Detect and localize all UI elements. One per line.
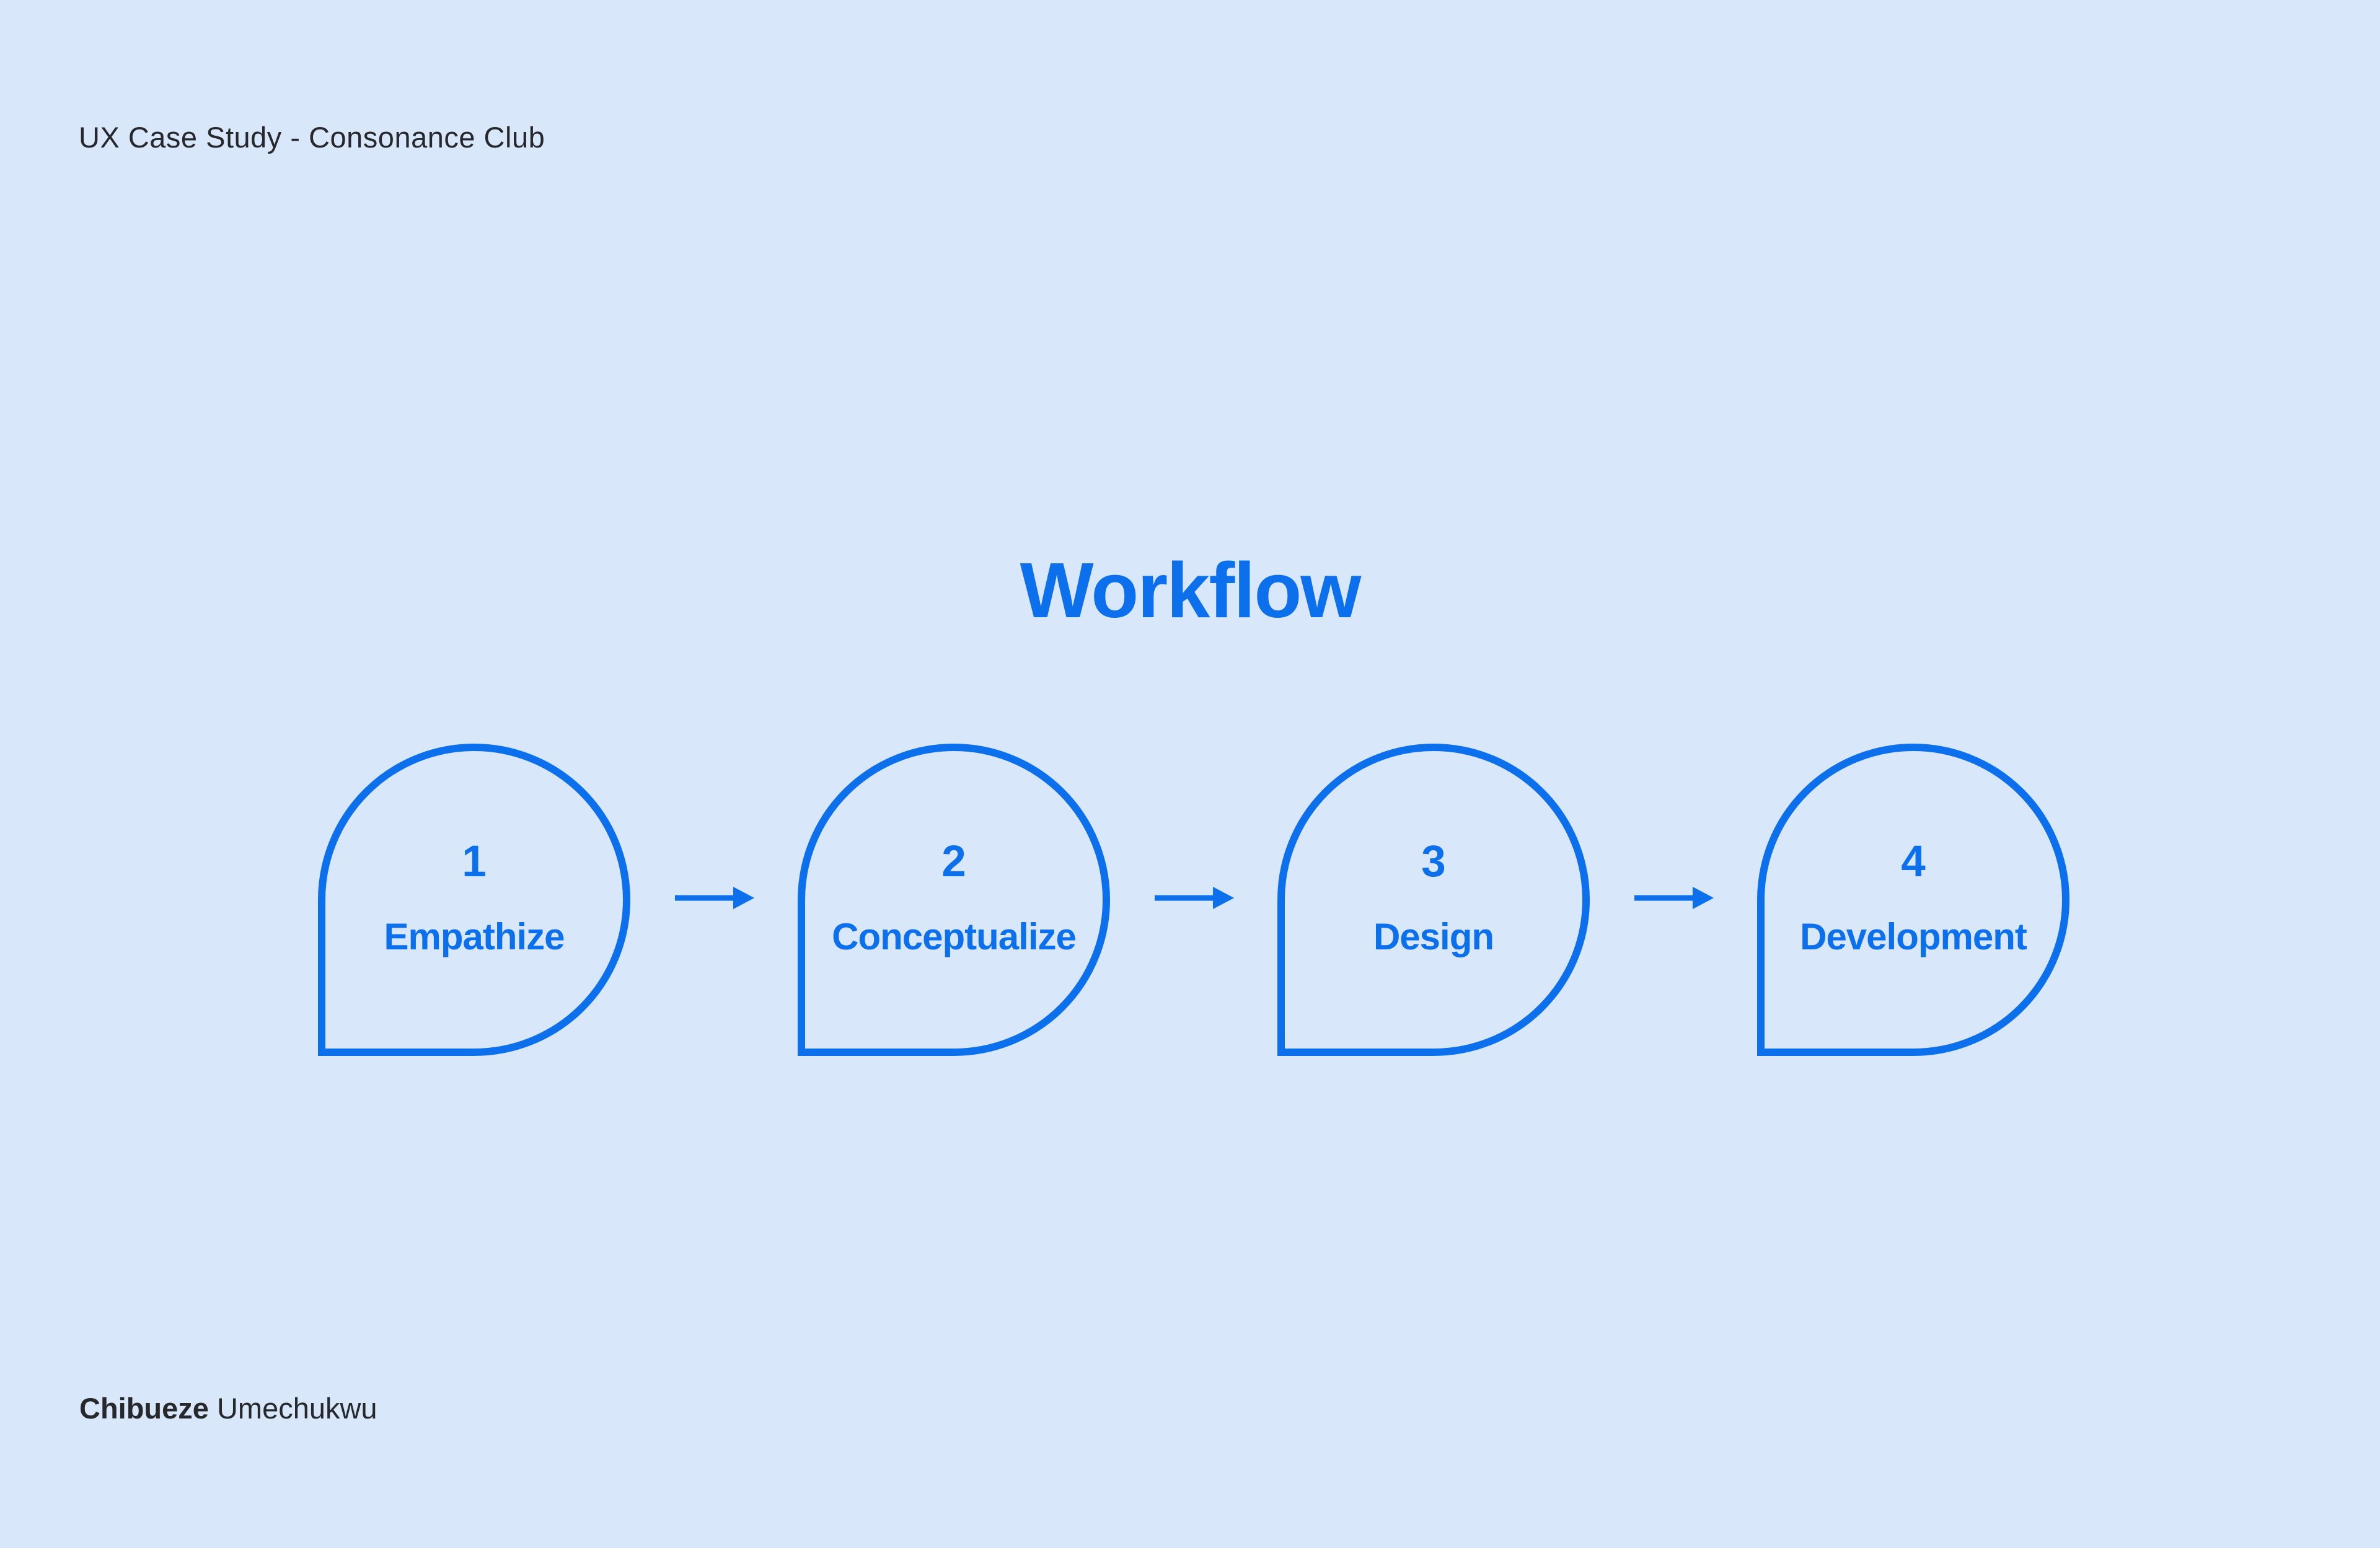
arrow-right-icon <box>675 887 754 909</box>
case-study-header: UX Case Study - Consonance Club <box>79 121 545 154</box>
step-label: Development <box>1800 916 2027 957</box>
step-label: Empathize <box>384 916 565 957</box>
author-last-name: Umechukwu <box>216 1392 377 1425</box>
arrow-right-icon <box>1634 887 1714 909</box>
step-label: Conceptualize <box>832 916 1077 957</box>
step-number: 4 <box>1901 837 1926 886</box>
page-title: Workflow <box>1020 547 1362 635</box>
author-first-name: Chibueze <box>79 1392 209 1425</box>
step-shape-design: 3 Design <box>1277 744 1590 1056</box>
step-label: Design <box>1373 916 1494 957</box>
step-number: 3 <box>1421 837 1446 886</box>
arrow-right-icon <box>1155 887 1234 909</box>
step-shape-development: 4 Development <box>1757 744 2069 1056</box>
step-number: 2 <box>941 837 966 886</box>
step-shape-empathize: 1 Empathize <box>318 744 630 1056</box>
author-credit: Chibueze Umechukwu <box>79 1394 377 1423</box>
step-shape-conceptualize: 2 Conceptualize <box>798 744 1110 1056</box>
step-number: 1 <box>462 837 487 886</box>
